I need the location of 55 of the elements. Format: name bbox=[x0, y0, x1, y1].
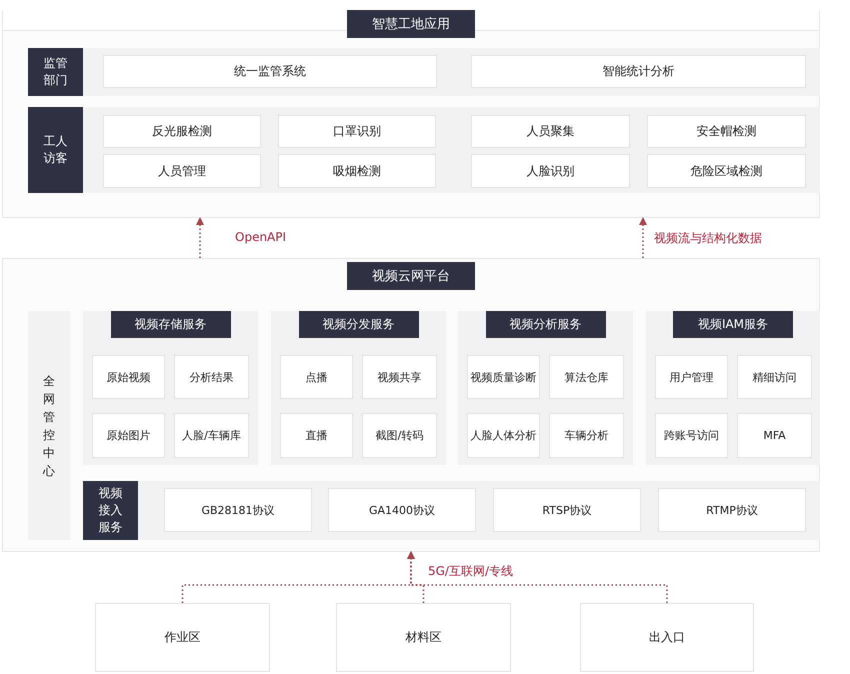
module-box: MFA bbox=[737, 413, 812, 458]
row-heading: 工人访客 bbox=[28, 107, 83, 193]
service-group bbox=[271, 311, 446, 465]
site-box: 作业区 bbox=[95, 603, 270, 672]
module-box: 点播 bbox=[280, 355, 353, 399]
module-box: GB28181协议 bbox=[164, 488, 312, 532]
module-box: RTMP协议 bbox=[658, 488, 806, 532]
panel-title: 智慧工地应用 bbox=[347, 10, 475, 38]
module-box: 安全帽检测 bbox=[647, 115, 806, 148]
layer-row bbox=[83, 481, 820, 540]
platform-panel bbox=[2, 258, 820, 552]
module-box: 车辆分析 bbox=[549, 413, 624, 458]
module-box: 口罩识别 bbox=[278, 115, 436, 148]
control-center-box: 全网管控中心 bbox=[28, 311, 70, 540]
module-box: 视频共享 bbox=[362, 355, 437, 399]
group-title: 视频分析服务 bbox=[486, 311, 606, 338]
layer-row bbox=[28, 107, 820, 193]
service-group bbox=[83, 311, 258, 465]
arrow bbox=[639, 217, 647, 258]
module-box: 危险区域检测 bbox=[647, 154, 806, 188]
module-box: 原始视频 bbox=[92, 355, 165, 399]
module-box: 用户管理 bbox=[655, 355, 728, 399]
module-box: 吸烟检测 bbox=[278, 154, 436, 188]
module-box: 人脸人体分析 bbox=[467, 413, 540, 458]
panel-title: 视频云网平台 bbox=[347, 262, 475, 290]
site-box: 材料区 bbox=[336, 603, 511, 672]
platform-panel bbox=[2, 10, 820, 218]
row-heading: 监管部门 bbox=[28, 48, 83, 96]
module-box: 统一监管系统 bbox=[103, 55, 437, 88]
group-title: 视频IAM服务 bbox=[673, 311, 793, 338]
module-box: 人脸识别 bbox=[471, 154, 630, 188]
arrow bbox=[407, 551, 668, 603]
module-box: 原始图片 bbox=[92, 413, 165, 458]
module-box: 分析结果 bbox=[174, 355, 249, 399]
module-box: 人员聚集 bbox=[471, 115, 630, 148]
service-group bbox=[458, 311, 633, 465]
site-box: 出入口 bbox=[580, 603, 754, 672]
module-box: 精细访问 bbox=[737, 355, 812, 399]
module-box: 跨账号访问 bbox=[655, 413, 728, 458]
module-box: 智能统计分析 bbox=[471, 55, 806, 88]
group-title: 视频存储服务 bbox=[110, 311, 230, 338]
group-title: 视频分发服务 bbox=[298, 311, 418, 338]
module-box: 截图/转码 bbox=[362, 413, 437, 458]
module-box: 人员管理 bbox=[103, 154, 261, 188]
module-box: 直播 bbox=[280, 413, 353, 458]
module-box: 视频质量诊断 bbox=[467, 355, 540, 399]
module-box: 反光服检测 bbox=[103, 115, 261, 148]
layer-row bbox=[28, 48, 820, 96]
service-group bbox=[646, 311, 820, 465]
row-heading: 视频接入服务 bbox=[83, 481, 138, 540]
module-box: 人脸/车辆库 bbox=[174, 413, 249, 458]
module-box: GA1400协议 bbox=[328, 488, 476, 532]
module-box: 算法仓库 bbox=[549, 355, 624, 399]
module-box: RTSP协议 bbox=[493, 488, 641, 532]
arrow bbox=[196, 217, 204, 258]
